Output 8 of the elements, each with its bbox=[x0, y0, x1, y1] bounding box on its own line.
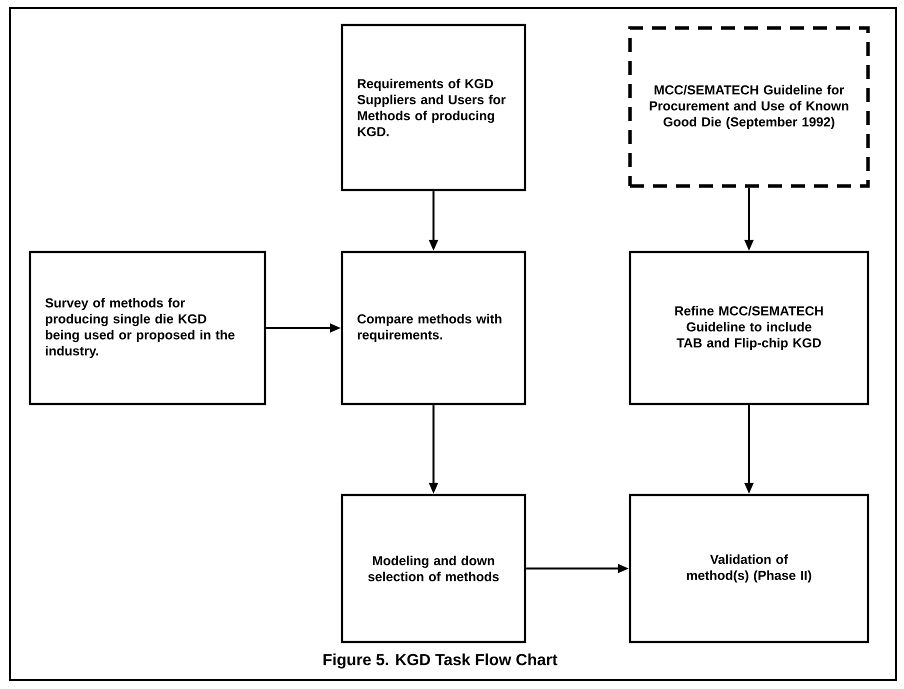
figure-caption: Figure 5. KGD Task Flow Chart bbox=[324, 654, 558, 668]
dashed-box: MCC/SEMATECH Guideline for Procurement and Use of Known Good Die (September 1992) bbox=[628, 26, 870, 188]
process-box: Requirements of KGD Suppliers and Users for Methods of producing KGD. bbox=[340, 24, 526, 192]
process-box: Survey of methods for producing single die KGD being used or proposed in the industry. bbox=[28, 250, 266, 406]
process-box: Modeling and down selection of methods bbox=[340, 494, 526, 644]
process-box: Compare methods with requirements. bbox=[340, 250, 526, 406]
process-box: Refine MCC/SEMATECH Guideline to include TAB and Flip-chip KGD bbox=[628, 250, 870, 406]
process-box: Validation of method(s) (Phase II) bbox=[628, 494, 870, 644]
